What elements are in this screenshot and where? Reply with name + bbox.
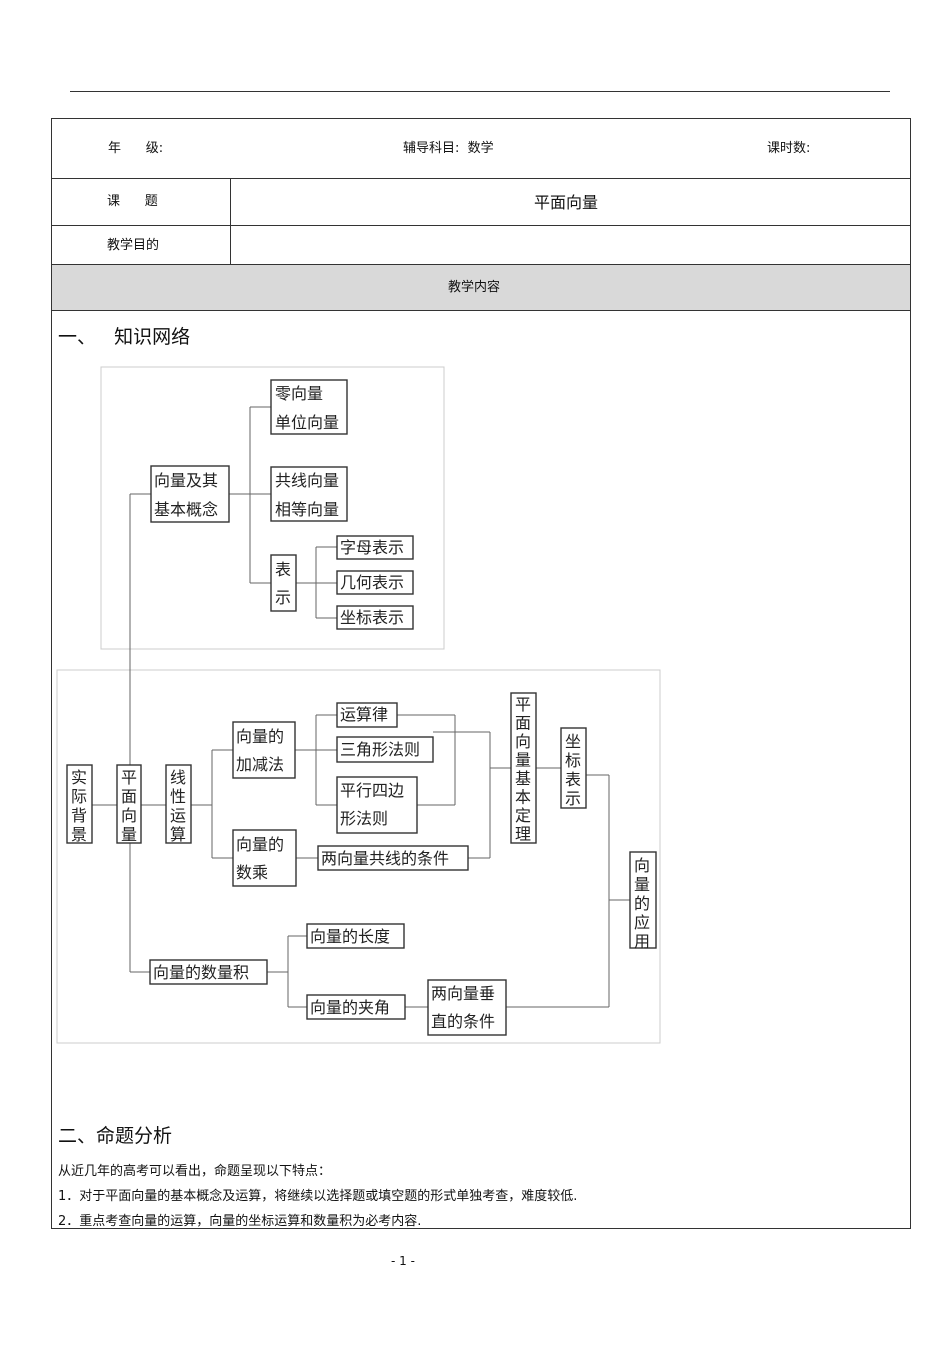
header-rule [70, 91, 890, 92]
node-basic-concepts-label-line: 基本概念 [154, 500, 218, 519]
node-op-laws-label: 运算律 [340, 705, 388, 724]
column-divider [230, 178, 231, 264]
node-letter-rep-label: 字母表示 [340, 538, 404, 557]
goal-label: 教学目的 [107, 238, 160, 253]
page-number: - 1 - [391, 1254, 415, 1268]
node-zero-unit [270, 379, 348, 435]
node-linear-ops-label-char: 线 [170, 768, 186, 787]
node-basic-theorem-label-char: 本 [515, 788, 531, 807]
topic-label: 课 题 [107, 194, 158, 209]
node-representation [270, 554, 297, 612]
node-linear-ops-label-char: 算 [170, 825, 186, 844]
node-basic-concepts-label-line: 向量及其 [154, 471, 218, 490]
node-applications [629, 851, 657, 949]
node-perpendicular-condition-label-line: 两向量垂 [431, 984, 495, 1003]
node-scalar-mul-label-line: 数乘 [236, 863, 268, 882]
node-real-background-label-char: 实 [71, 768, 87, 787]
node-add-sub-label-line: 向量的 [236, 727, 284, 746]
node-basic-theorem-label-char: 定 [515, 806, 531, 825]
node-applications-label-char: 用 [634, 932, 650, 951]
node-letter-rep [336, 535, 414, 560]
node-applications-label-char: 的 [634, 894, 650, 913]
network-title: 一、 知识网络 [58, 326, 191, 348]
node-linear-ops [165, 764, 192, 844]
node-basic-theorem-label-char: 理 [515, 825, 531, 844]
node-vector-angle [306, 994, 406, 1020]
analysis-point-2: 2．重点考查向量的运算，向量的坐标运算和数量积为必考内容. [58, 1214, 422, 1229]
lesson-table [51, 118, 911, 1229]
node-zero-unit-label-line: 零向量 [275, 384, 323, 403]
node-parallelogram-rule-label-line: 平行四边 [340, 781, 404, 800]
row-divider [51, 310, 911, 311]
node-add-sub-label-line: 加减法 [236, 755, 284, 774]
node-scalar-mul-label-line: 向量的 [236, 835, 284, 854]
hours-label: 课时数: [767, 141, 811, 156]
node-plane-vector-label-char: 向 [121, 806, 137, 825]
analysis-title: 二、命题分析 [58, 1125, 173, 1147]
node-coord-expression-label-char: 坐 [565, 732, 581, 751]
node-zero-unit-label-line: 单位向量 [275, 413, 339, 432]
node-collinear-condition [317, 845, 469, 871]
node-geometric-rep-label: 几何表示 [340, 573, 404, 592]
node-triangle-rule [336, 736, 434, 763]
node-basic-theorem-label-char: 向 [515, 732, 531, 751]
node-coord-expression-label-char: 示 [565, 789, 581, 808]
node-geometric-rep [336, 570, 414, 595]
node-basic-theorem-label-char: 量 [515, 751, 531, 770]
node-parallelogram-rule [336, 776, 418, 834]
node-coord-expression-label-char: 标 [565, 751, 581, 770]
node-representation-label-char: 表 [275, 560, 291, 579]
node-real-background-label-char: 背 [71, 806, 87, 825]
node-add-sub [232, 721, 296, 779]
node-basic-theorem-label-char: 基 [515, 769, 531, 788]
node-collinear-equal-label-line: 共线向量 [275, 471, 339, 490]
node-parallelogram-rule-label-line: 形法则 [340, 809, 388, 828]
analysis-intro: 从近几年的高考可以看出，命题呈现以下特点： [58, 1164, 332, 1179]
row-divider [51, 178, 911, 179]
node-applications-label-char: 向 [634, 856, 650, 875]
grade-label: 年 级: [108, 141, 164, 156]
node-real-background-label-char: 际 [71, 787, 87, 806]
node-triangle-rule-label: 三角形法则 [340, 740, 420, 759]
node-vector-angle-label: 向量的夹角 [310, 998, 390, 1017]
node-vector-length [306, 923, 405, 949]
node-collinear-equal [270, 466, 348, 522]
node-plane-vector-label-char: 平 [121, 768, 137, 787]
node-collinear-condition-label: 两向量共线的条件 [321, 849, 449, 868]
row-divider [51, 225, 911, 226]
node-basic-theorem-label-char: 面 [515, 714, 531, 733]
node-scalar-mul [232, 829, 297, 887]
node-op-laws [336, 702, 398, 728]
row-divider [51, 264, 911, 265]
node-representation-label-char: 示 [275, 588, 291, 607]
node-linear-ops-label-char: 运 [170, 806, 186, 825]
node-coordinate-rep [336, 605, 414, 630]
node-plane-vector-label-char: 面 [121, 787, 137, 806]
node-applications-label-char: 应 [634, 913, 650, 932]
analysis-point-1: 1．对于平面向量的基本概念及运算，将继续以选择题或填空题的形式单独考查，难度较低… [58, 1189, 578, 1204]
node-coord-expression-label-char: 表 [565, 770, 581, 789]
content-header-bg [52, 265, 910, 310]
node-vector-length-label: 向量的长度 [310, 927, 390, 946]
node-perpendicular-condition-label-line: 直的条件 [431, 1012, 495, 1031]
topic-value: 平面向量 [534, 193, 599, 212]
node-dot-product-label: 向量的数量积 [153, 963, 249, 982]
node-applications-label-char: 量 [634, 875, 650, 894]
node-perpendicular-condition [427, 979, 507, 1036]
subject-label: 辅导科目: 数学 [403, 141, 494, 156]
node-basic-concepts [150, 465, 230, 523]
node-dot-product [149, 959, 268, 985]
node-basic-theorem [510, 692, 537, 844]
content-label: 教学内容 [448, 280, 501, 295]
node-collinear-equal-label-line: 相等向量 [275, 500, 339, 519]
node-coordinate-rep-label: 坐标表示 [340, 608, 404, 627]
node-real-background-label-char: 景 [71, 825, 87, 844]
node-basic-theorem-label-char: 平 [515, 695, 531, 714]
node-plane-vector-label-char: 量 [121, 825, 137, 844]
node-coord-expression [560, 727, 587, 809]
node-linear-ops-label-char: 性 [170, 787, 186, 806]
node-plane-vector [116, 764, 142, 844]
node-real-background [66, 764, 93, 844]
